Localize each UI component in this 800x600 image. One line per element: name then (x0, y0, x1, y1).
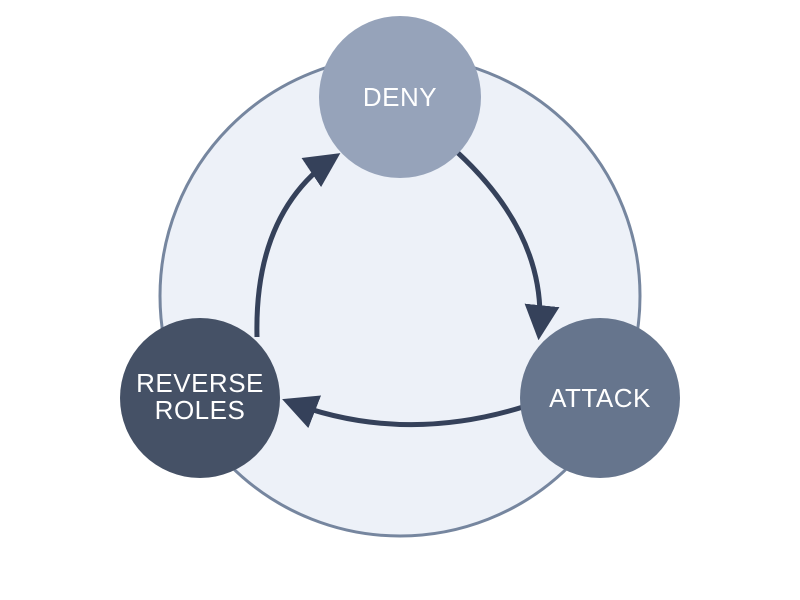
cycle-edges (254, 150, 560, 429)
node-attack: ATTACK (520, 318, 680, 478)
node-reverse-roles-label-line1: REVERSE (136, 368, 264, 398)
node-deny-label: DENY (363, 82, 437, 112)
node-deny: DENY (319, 16, 481, 178)
edge-deny-to-attack (455, 150, 560, 341)
node-reverse-roles-circle (120, 318, 280, 478)
node-reverse-roles: REVERSE ROLES (120, 318, 280, 478)
node-attack-circle (520, 318, 680, 478)
node-reverse-roles-label-line2: ROLES (155, 395, 246, 425)
node-deny-circle (319, 16, 481, 178)
edge-attack-to-reverse-roles (282, 395, 524, 429)
edge-reverse-roles-to-deny (254, 153, 341, 338)
node-attack-label: ATTACK (549, 383, 651, 413)
